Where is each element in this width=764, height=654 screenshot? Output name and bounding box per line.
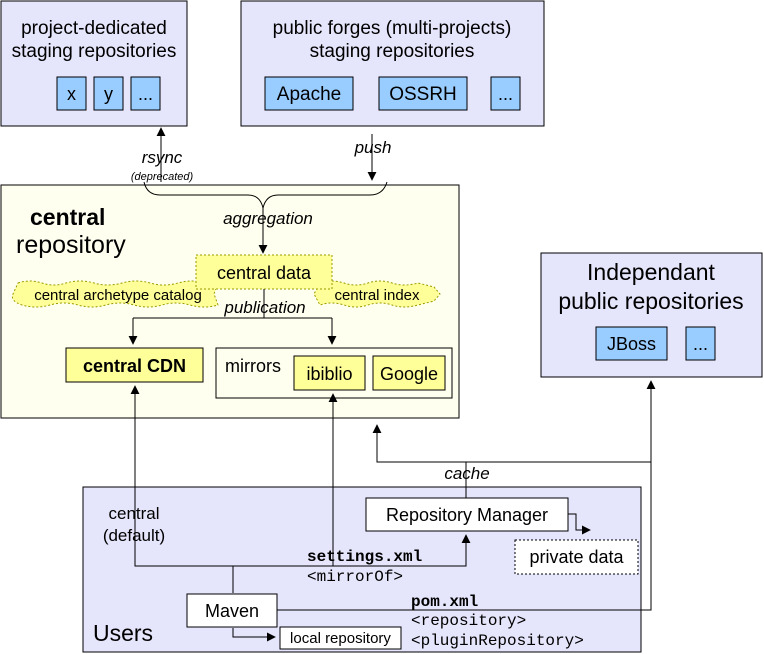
central-data-box: central data xyxy=(195,254,333,290)
repository-manager-label: Repository Manager xyxy=(386,505,548,525)
central-cdn-label: central CDN xyxy=(83,356,186,376)
pom-xml-label: pom.xml xyxy=(411,593,478,611)
mirrors-box: mirrors ibiblio Google xyxy=(215,347,453,399)
mirror-ibiblio: ibiblio xyxy=(293,355,366,391)
repository-tag-label: <repository> xyxy=(411,612,526,630)
dedicated-title-line2: staging repositories xyxy=(12,41,177,62)
central-archetype-catalog-label: central archetype catalog xyxy=(34,287,202,304)
aggregation-label: aggregation xyxy=(223,209,313,228)
dedicated-item-y-label: y xyxy=(104,84,113,104)
independent-item-more-label: ... xyxy=(693,334,708,354)
independent-repositories-box: Independant public repositories JBoss ..… xyxy=(540,252,763,378)
central-default-line2: (default) xyxy=(103,526,165,545)
dedicated-title-line1: project-dedicated xyxy=(21,18,167,39)
central-title-rest: repository xyxy=(16,231,126,259)
push-label: push xyxy=(354,138,392,157)
forge-item-ossrh: OSSRH xyxy=(378,76,468,111)
independent-item-jboss-label: JBoss xyxy=(607,334,656,354)
plugin-repository-tag-label: <pluginRepository> xyxy=(411,632,584,650)
dedicated-item-y: y xyxy=(93,76,124,111)
dedicated-item-more-label: ... xyxy=(138,84,153,104)
cache-arrow xyxy=(372,424,467,498)
dedicated-item-more: ... xyxy=(130,76,161,111)
settings-arrow-repo-manager xyxy=(233,534,471,567)
forge-item-apache-label: Apache xyxy=(277,84,341,105)
private-data-connector xyxy=(568,513,591,535)
forges-title-line2: staging repositories xyxy=(310,41,475,62)
forge-item-ossrh-label: OSSRH xyxy=(389,84,457,105)
users-title: Users xyxy=(93,620,153,646)
rsync-deprecated-label: (deprecated) xyxy=(131,171,194,183)
forge-item-more-label: ... xyxy=(498,84,513,104)
central-data-label: central data xyxy=(217,263,312,283)
mirror-google: Google xyxy=(372,355,446,391)
maven-box: Maven xyxy=(186,593,278,628)
independent-item-more: ... xyxy=(685,326,716,361)
mirrors-label: mirrors xyxy=(225,356,281,376)
central-archetype-catalog-shape xyxy=(11,280,219,308)
rsync-label: rsync xyxy=(142,148,183,167)
mirror-ibiblio-label: ibiblio xyxy=(306,364,352,384)
central-index-label: central index xyxy=(334,287,420,304)
independent-item-jboss: JBoss xyxy=(595,326,668,361)
repository-manager-box: Repository Manager xyxy=(365,497,569,532)
central-cdn-box: central CDN xyxy=(65,347,204,383)
central-title-bold: central xyxy=(30,204,105,230)
independent-title-line1: Independant xyxy=(587,259,716,285)
settings-xml-label: settings.xml xyxy=(307,548,422,566)
local-repository-label: local repository xyxy=(290,630,391,647)
cache-connectors xyxy=(372,424,651,498)
independent-title-line2: public repositories xyxy=(558,288,743,314)
private-data-box: private data xyxy=(514,539,639,575)
forge-item-more: ... xyxy=(490,76,521,111)
project-dedicated-staging-box: project-dedicated staging repositories x… xyxy=(0,0,188,127)
cache-label: cache xyxy=(444,464,489,483)
dedicated-item-x-label: x xyxy=(67,84,76,104)
forge-item-apache: Apache xyxy=(264,76,354,111)
public-forges-staging-box: public forges (multi-projects) staging r… xyxy=(240,0,545,127)
private-data-label: private data xyxy=(529,547,624,567)
local-repository-box: local repository xyxy=(279,626,402,650)
central-index-shape xyxy=(313,280,441,308)
publication-label: publication xyxy=(223,298,305,317)
mirror-of-label: <mirrorOf> xyxy=(307,568,403,586)
central-default-line1: central xyxy=(108,504,159,523)
pom-arrow-independent xyxy=(277,380,656,611)
aggregation-connectors xyxy=(143,127,388,254)
maven-label: Maven xyxy=(205,601,259,621)
default-central-arrow xyxy=(130,385,234,593)
mirror-google-label: Google xyxy=(380,364,438,384)
local-repository-arrow xyxy=(232,628,276,642)
dedicated-item-x: x xyxy=(56,76,87,111)
forges-title-line1: public forges (multi-projects) xyxy=(273,18,512,39)
users-connectors xyxy=(130,380,656,642)
publication-connectors xyxy=(128,289,337,345)
